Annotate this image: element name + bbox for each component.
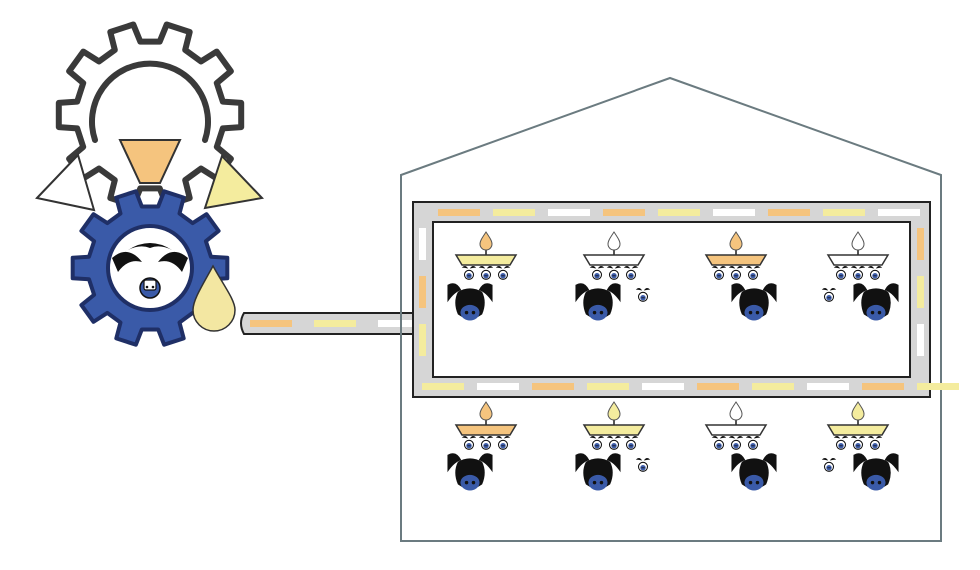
trough-icon	[454, 424, 518, 436]
trough-icon	[582, 254, 646, 266]
pipe-dash	[477, 383, 519, 390]
pipe-dash	[878, 209, 920, 216]
gear-outline-icon	[55, 21, 245, 209]
pipe-dash	[422, 383, 464, 390]
trough-icon	[826, 424, 890, 436]
sow-with-piglet-icon	[106, 224, 194, 312]
pipe-dash	[642, 383, 684, 390]
pipe-dash	[250, 320, 292, 327]
pen	[821, 231, 899, 321]
pen	[704, 401, 777, 491]
pig-icon	[853, 453, 899, 491]
pipe-dash	[603, 209, 645, 216]
pen	[447, 231, 518, 321]
pipe-dash	[419, 228, 426, 260]
pig-icon	[447, 453, 493, 491]
pipe-dash	[378, 320, 420, 327]
pipe-dash	[532, 383, 574, 390]
pipe-dash	[697, 383, 739, 390]
pipe-dash	[419, 276, 426, 308]
pipe-dash	[713, 209, 755, 216]
pipe-dash	[587, 383, 629, 390]
droplet-icon	[479, 401, 493, 421]
pipe-dash	[658, 209, 700, 216]
piglet-group-icon	[711, 435, 761, 450]
pen	[821, 401, 899, 491]
pipe-dash	[752, 383, 794, 390]
trough-icon	[454, 254, 518, 266]
trough-icon	[826, 254, 890, 266]
pipe-dash	[314, 320, 356, 327]
pipe-dash	[917, 276, 924, 308]
pipe-dash	[917, 228, 924, 260]
pen	[447, 401, 518, 491]
pipe-dash	[768, 209, 810, 216]
trough-icon	[704, 424, 768, 436]
pipe-dash	[917, 324, 924, 356]
barn-icon	[400, 76, 942, 542]
pipe-dash	[917, 383, 959, 390]
pipe-dash	[862, 383, 904, 390]
white-wedge-icon	[35, 153, 96, 212]
pig-icon	[731, 453, 777, 491]
trough-icon	[582, 424, 646, 436]
droplet-icon	[607, 401, 621, 421]
pipe-dash	[438, 209, 480, 216]
pipe-dash	[493, 209, 535, 216]
droplet-icon	[192, 264, 236, 332]
inlet-pipe	[240, 312, 420, 335]
pen	[575, 231, 651, 321]
yellow-wedge-icon	[203, 154, 265, 210]
pipe-dash	[419, 324, 426, 356]
piglet-group-icon	[461, 435, 511, 450]
pipe-dash	[807, 383, 849, 390]
feed-pipe-loop	[412, 201, 959, 398]
pen	[575, 401, 651, 491]
pen	[704, 231, 777, 321]
top-pen-row	[447, 231, 899, 321]
pipe-dash	[548, 209, 590, 216]
pig-icon	[575, 453, 621, 491]
funnel-icon	[118, 139, 182, 184]
trough-icon	[704, 254, 768, 266]
bottom-pen-row	[447, 401, 899, 491]
pipe-dash	[823, 209, 865, 216]
droplet-icon	[729, 401, 743, 421]
droplet-icon	[851, 401, 865, 421]
